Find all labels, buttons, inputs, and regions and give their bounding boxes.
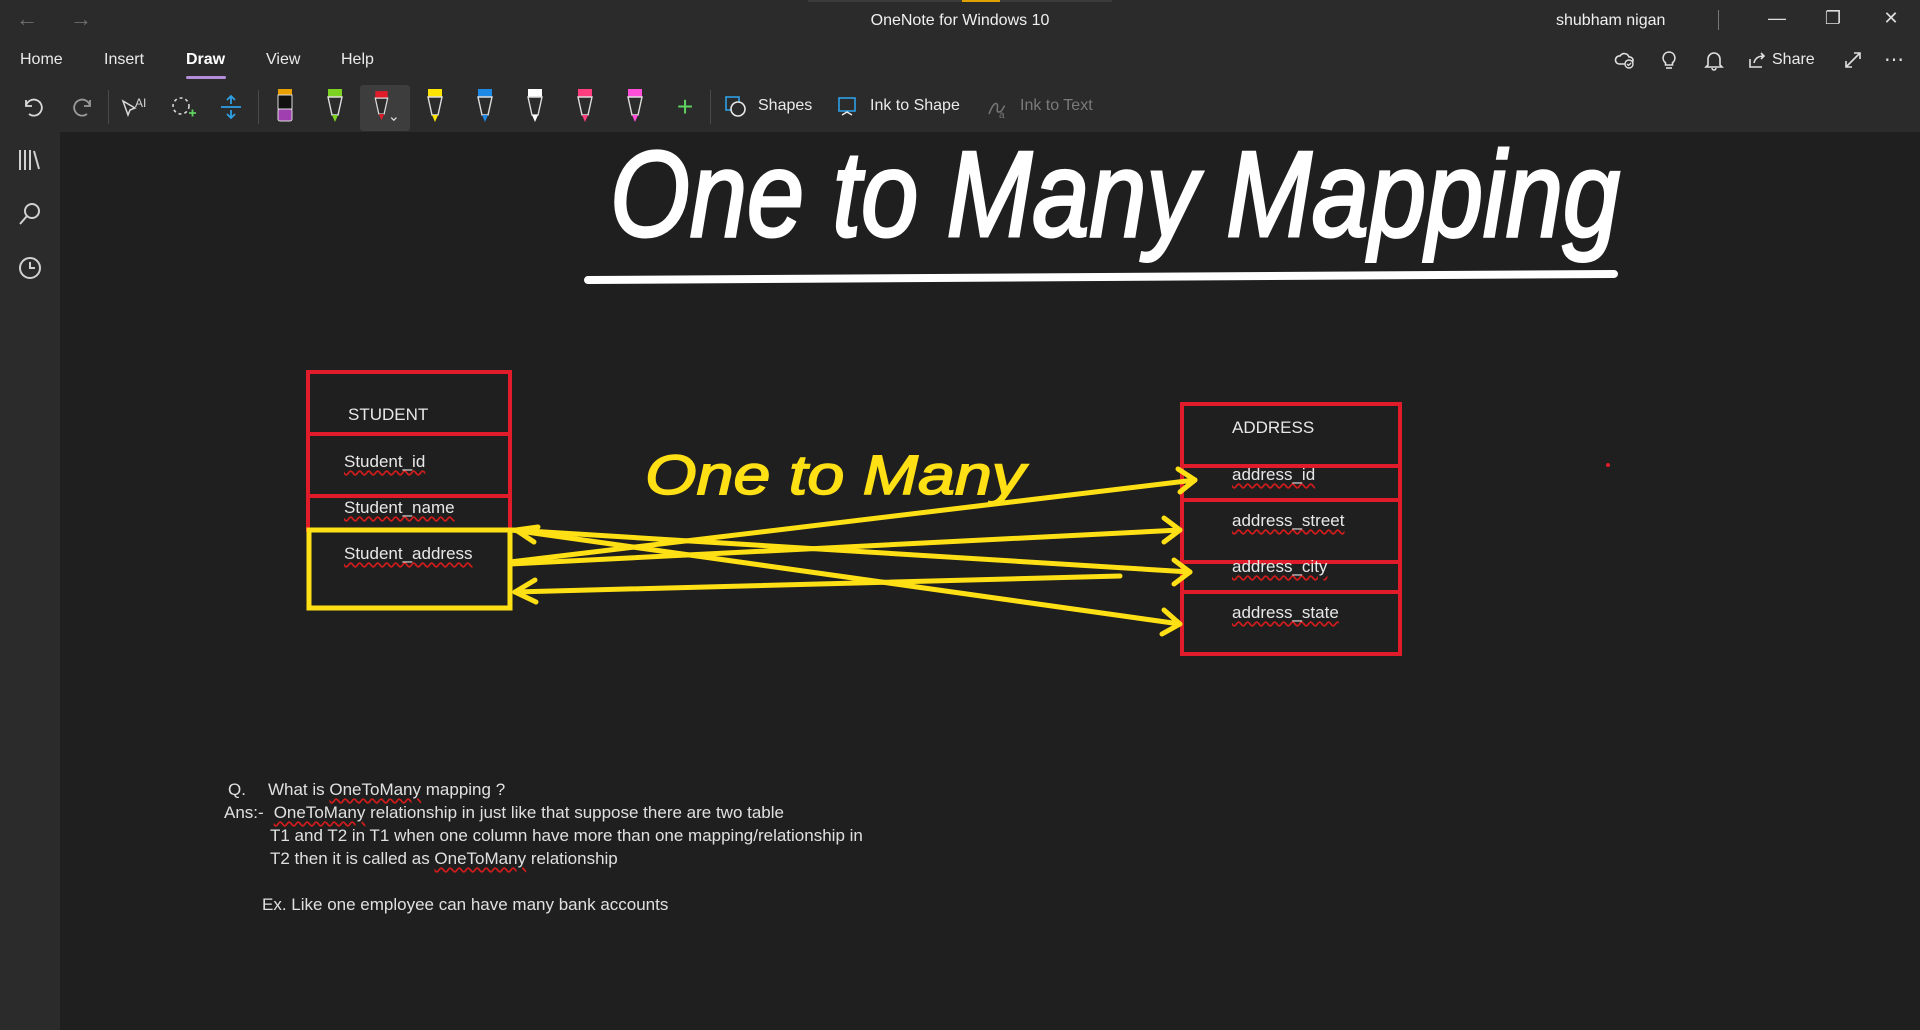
pen-pink-icon[interactable] — [570, 89, 600, 124]
address-field-street: address_street — [1232, 511, 1345, 530]
ink-to-shape-icon[interactable] — [834, 90, 862, 124]
red-dot — [1606, 463, 1610, 467]
highlighter-magenta-icon[interactable] — [620, 89, 650, 124]
student-field-id: Student_id — [344, 452, 426, 471]
share-button[interactable]: Share — [1772, 51, 1815, 68]
answer-line-3: T2 then it is called as OneToMany relati… — [270, 849, 618, 869]
tab-draw[interactable]: Draw — [186, 51, 226, 68]
shapes-button[interactable]: Shapes — [758, 97, 813, 114]
ink-to-text-icon[interactable]: a — [984, 90, 1012, 124]
pen-black-purple-icon[interactable] — [270, 89, 300, 124]
answer-line-3-prefix: T2 then it is called as — [270, 849, 435, 868]
toolbar-divider — [108, 90, 109, 124]
ink-to-text-button[interactable]: Ink to Text — [1020, 97, 1093, 114]
app-title: OneNote for Windows 10 — [870, 12, 1050, 29]
title-separator — [1718, 10, 1719, 30]
type-select-icon[interactable]: AI — [118, 90, 148, 124]
ink-to-shape-button[interactable]: Ink to Shape — [870, 97, 960, 114]
pen-red-icon[interactable] — [370, 90, 400, 124]
question-prefix: What is — [267, 780, 330, 799]
page-heading: One to Many Mapping — [610, 132, 1620, 262]
notebooks-icon[interactable] — [16, 146, 44, 179]
add-pen-icon[interactable]: + — [676, 91, 694, 122]
shapes-icon[interactable] — [722, 90, 750, 124]
tab-help[interactable]: Help — [341, 51, 374, 68]
tab-home[interactable]: Home — [20, 51, 63, 68]
ink-layer: One to Many Mapping One to Many — [306, 132, 1622, 656]
example-line: Ex. Like one employee can have many bank… — [262, 895, 669, 914]
active-tab-indicator — [186, 76, 226, 79]
svg-text:a: a — [999, 110, 1005, 120]
toolbar-divider — [710, 90, 711, 124]
recent-notes-icon[interactable] — [16, 254, 44, 287]
lasso-select-icon[interactable] — [168, 90, 198, 124]
highlighter-yellow-icon[interactable] — [420, 89, 450, 124]
answer-line-1-rest: relationship in just like that suppose t… — [365, 803, 784, 822]
toolbar-divider — [258, 90, 259, 124]
undo-icon[interactable] — [18, 90, 48, 124]
user-name[interactable]: shubham nigan — [1556, 12, 1666, 29]
title-accent-bar — [808, 0, 1112, 2]
tab-view[interactable]: View — [266, 51, 301, 68]
answer-line-3-suffix: relationship — [526, 849, 618, 868]
student-field-address: Student_address — [344, 544, 473, 563]
redo-icon[interactable] — [68, 90, 98, 124]
question-line: Q. What is OneToMany mapping ? — [228, 780, 505, 800]
draw-toolbar: AI + Shapes Ink to Shape a Ink to — [0, 82, 1920, 133]
forward-arrow-icon[interactable]: → — [70, 6, 92, 31]
student-table-box — [306, 370, 512, 532]
pen-white-icon[interactable] — [520, 89, 550, 124]
student-address-highlight — [306, 527, 513, 611]
question-label: Q. — [228, 780, 246, 799]
student-table-header: STUDENT — [348, 405, 429, 424]
back-arrow-icon[interactable]: ← — [16, 6, 38, 31]
tab-insert[interactable]: Insert — [104, 51, 145, 68]
svg-text:AI: AI — [135, 96, 146, 110]
highlighter-green-icon[interactable] — [320, 89, 350, 124]
address-table-header: ADDRESS — [1232, 418, 1315, 437]
address-field-id: address_id — [1232, 465, 1316, 484]
one-to-many-annotation: One to Many — [645, 443, 1029, 506]
mapping-arrows — [507, 466, 1198, 637]
minimize-icon[interactable]: — — [1768, 8, 1786, 28]
answer-line-3-term: OneToMany — [434, 849, 527, 868]
answer-line-2: T1 and T2 in T1 when one column have mor… — [270, 826, 863, 845]
title-bar: ← → OneNote for Windows 10 shubham nigan… — [0, 0, 1920, 40]
page-canvas[interactable]: One to Many Mapping One to Many — [60, 132, 1920, 1030]
address-field-state: address_state — [1232, 603, 1339, 622]
more-options-icon[interactable]: ⋯ — [1884, 49, 1904, 71]
lightbulb-icon[interactable] — [1658, 49, 1680, 77]
share-icon[interactable] — [1746, 49, 1768, 77]
student-field-name: Student_name — [344, 498, 455, 517]
navigation-sidebar — [0, 132, 60, 1030]
address-field-city: address_city — [1232, 557, 1328, 576]
pen-blue-icon[interactable] — [470, 89, 500, 124]
sync-icon[interactable] — [1614, 49, 1636, 77]
close-icon[interactable]: ✕ — [1883, 8, 1899, 28]
heading-underline — [584, 270, 1618, 284]
answer-label: Ans:- — [224, 803, 264, 822]
question-suffix: mapping ? — [421, 780, 506, 799]
bell-icon[interactable] — [1703, 49, 1725, 77]
search-icon[interactable] — [16, 200, 44, 233]
answer-term: OneToMany — [273, 803, 366, 822]
menu-bar: Home Insert Draw View Help Share ⋯ — [0, 40, 1920, 82]
question-term: OneToMany — [329, 780, 422, 799]
expand-icon[interactable] — [1842, 49, 1864, 77]
add-space-icon[interactable] — [216, 90, 246, 124]
answer-line-1: Ans:- OneToMany relationship in just like… — [224, 803, 784, 823]
restore-icon[interactable]: ❐ — [1824, 8, 1842, 28]
